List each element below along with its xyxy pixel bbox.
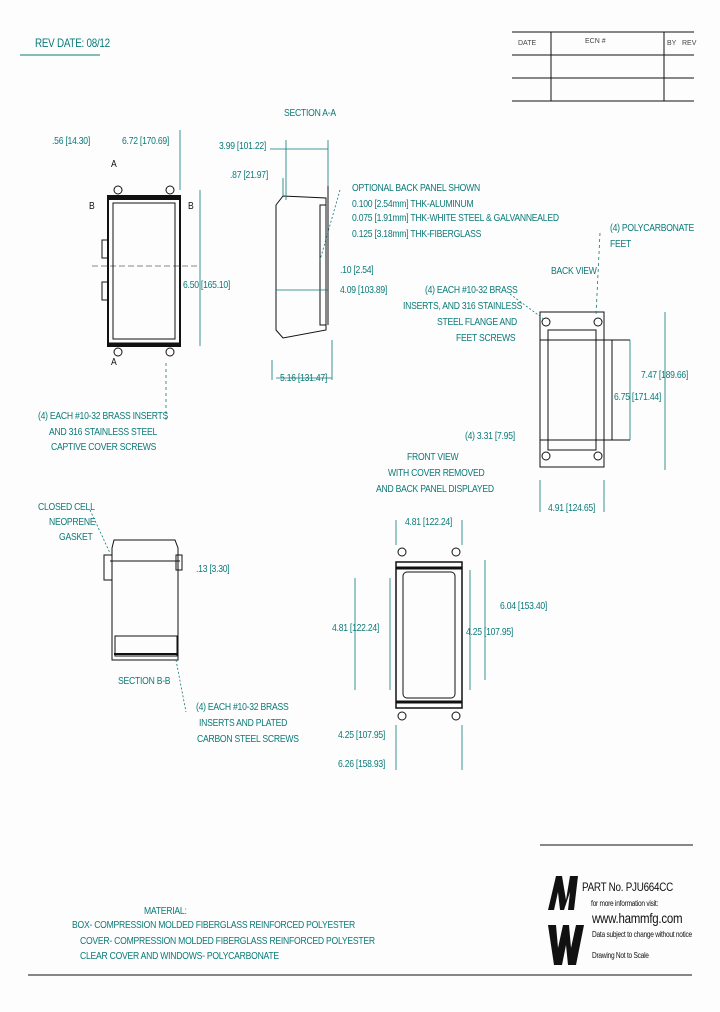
scale-note: Drawing Not to Scale [592,951,649,960]
note-carbon-2: INSERTS AND PLATED [199,717,288,729]
section-marker-a-top: A [111,158,117,170]
note-line: OPTIONAL BACK PANEL SHOWN [352,182,480,194]
section-bb-view [103,539,183,661]
section-marker-b-right: B [188,200,194,212]
info-text: for more information visit: [591,899,659,908]
dim-491: 4.91 [124.65] [548,502,596,514]
front-view-closed [92,185,200,357]
note-cover-1: (4) EACH #10-32 BRASS INSERTS [38,410,169,422]
material-line: COVER- COMPRESSION MOLDED FIBERGLASS REI… [80,935,375,947]
note-gasket-1: CLOSED CELL [38,501,95,513]
section-aa-view [275,186,329,339]
note-flange-2: INSERTS, AND 316 STAINLESS [403,300,523,312]
dim-425-right: 4.25 [107.95] [466,626,514,638]
dim-010: .10 [2.54] [340,264,374,276]
rev-header-by: BY [667,40,677,47]
note-feet-2: FEET [610,238,632,250]
rev-header-date: DATE [518,40,537,47]
front-view-2: WITH COVER REMOVED [388,467,485,479]
dim-409: 4.09 [103.89] [340,284,388,296]
section-marker-a-bottom: A [111,356,117,368]
section-marker-b-left: B [89,200,95,212]
note-line: 0.125 [3.18mm] THK-FIBERGLASS [352,228,482,240]
note-flange-4: FEET SCREWS [456,332,516,344]
website-link[interactable]: www.hammfg.com [592,910,683,926]
front-view-1: FRONT VIEW [407,451,459,463]
dim-481-top: 4.81 [122.24] [405,516,453,528]
note-gasket-3: GASKET [59,531,93,543]
note-cover-3: CAPTIVE COVER SCREWS [51,441,157,453]
dim-747: 7.47 [189.66] [641,369,689,381]
dim-331: (4) 3.31 [7.95] [465,430,515,442]
front-view-3: AND BACK PANEL DISPLAYED [376,483,494,495]
note-flange-1: (4) EACH #10-32 BRASS [425,284,518,296]
note-gasket-2: NEOPRENE [49,516,96,528]
note-line: 0.075 [1.91mm] THK-WHITE STEEL & GALVANN… [352,212,559,224]
dim-604: 6.04 [153.40] [500,600,548,612]
disclaimer: Data subject to change without notice [592,930,692,939]
rev-header-rev: REV [682,40,697,47]
material-line: CLEAR COVER AND WINDOWS- POLYCARBONATE [80,950,279,962]
note-line: 0.100 [2.54mm] THK-ALUMINUM [352,198,474,210]
note-flange-3: STEEL FLANGE AND [437,316,517,328]
note-carbon-3: CARBON STEEL SCREWS [197,733,299,745]
note-carbon-1: (4) EACH #10-32 BRASS [196,701,289,713]
dim-650: 6.50 [165.10] [183,279,231,291]
dim-013: .13 [3.30] [196,563,230,575]
dim-399: 3.99 [101.22] [219,140,267,152]
front-view-open [395,547,463,721]
dim-516: 5.16 [131.47] [280,372,328,384]
dim-056: .56 [14.30] [52,135,90,147]
dim-481-left: 4.81 [122.24] [332,622,380,634]
back-view [539,311,630,468]
note-feet-1: (4) POLYCARBONATE [610,222,695,234]
dim-087: .87 [21.97] [230,169,268,181]
dim-675: 6.75 [171.44] [614,391,662,403]
section-bb-title: SECTION B-B [118,675,171,687]
part-number: PART No. PJU664CC [582,880,673,894]
dim-425-bottom: 4.25 [107.95] [338,729,386,741]
dim-626: 6.26 [158.93] [338,758,386,770]
dim-672: 6.72 [170.69] [122,135,170,147]
section-aa-title: SECTION A-A [284,107,336,119]
material-title: MATERIAL: [144,905,187,917]
hammond-logo [548,876,584,965]
back-view-label: BACK VIEW [551,265,597,277]
note-cover-2: AND 316 STAINLESS STEEL [49,426,158,438]
rev-header-ecn: ECN # [585,38,606,45]
rev-date: REV DATE: 08/12 [35,36,110,50]
material-line: BOX- COMPRESSION MOLDED FIBERGLASS REINF… [72,919,355,931]
